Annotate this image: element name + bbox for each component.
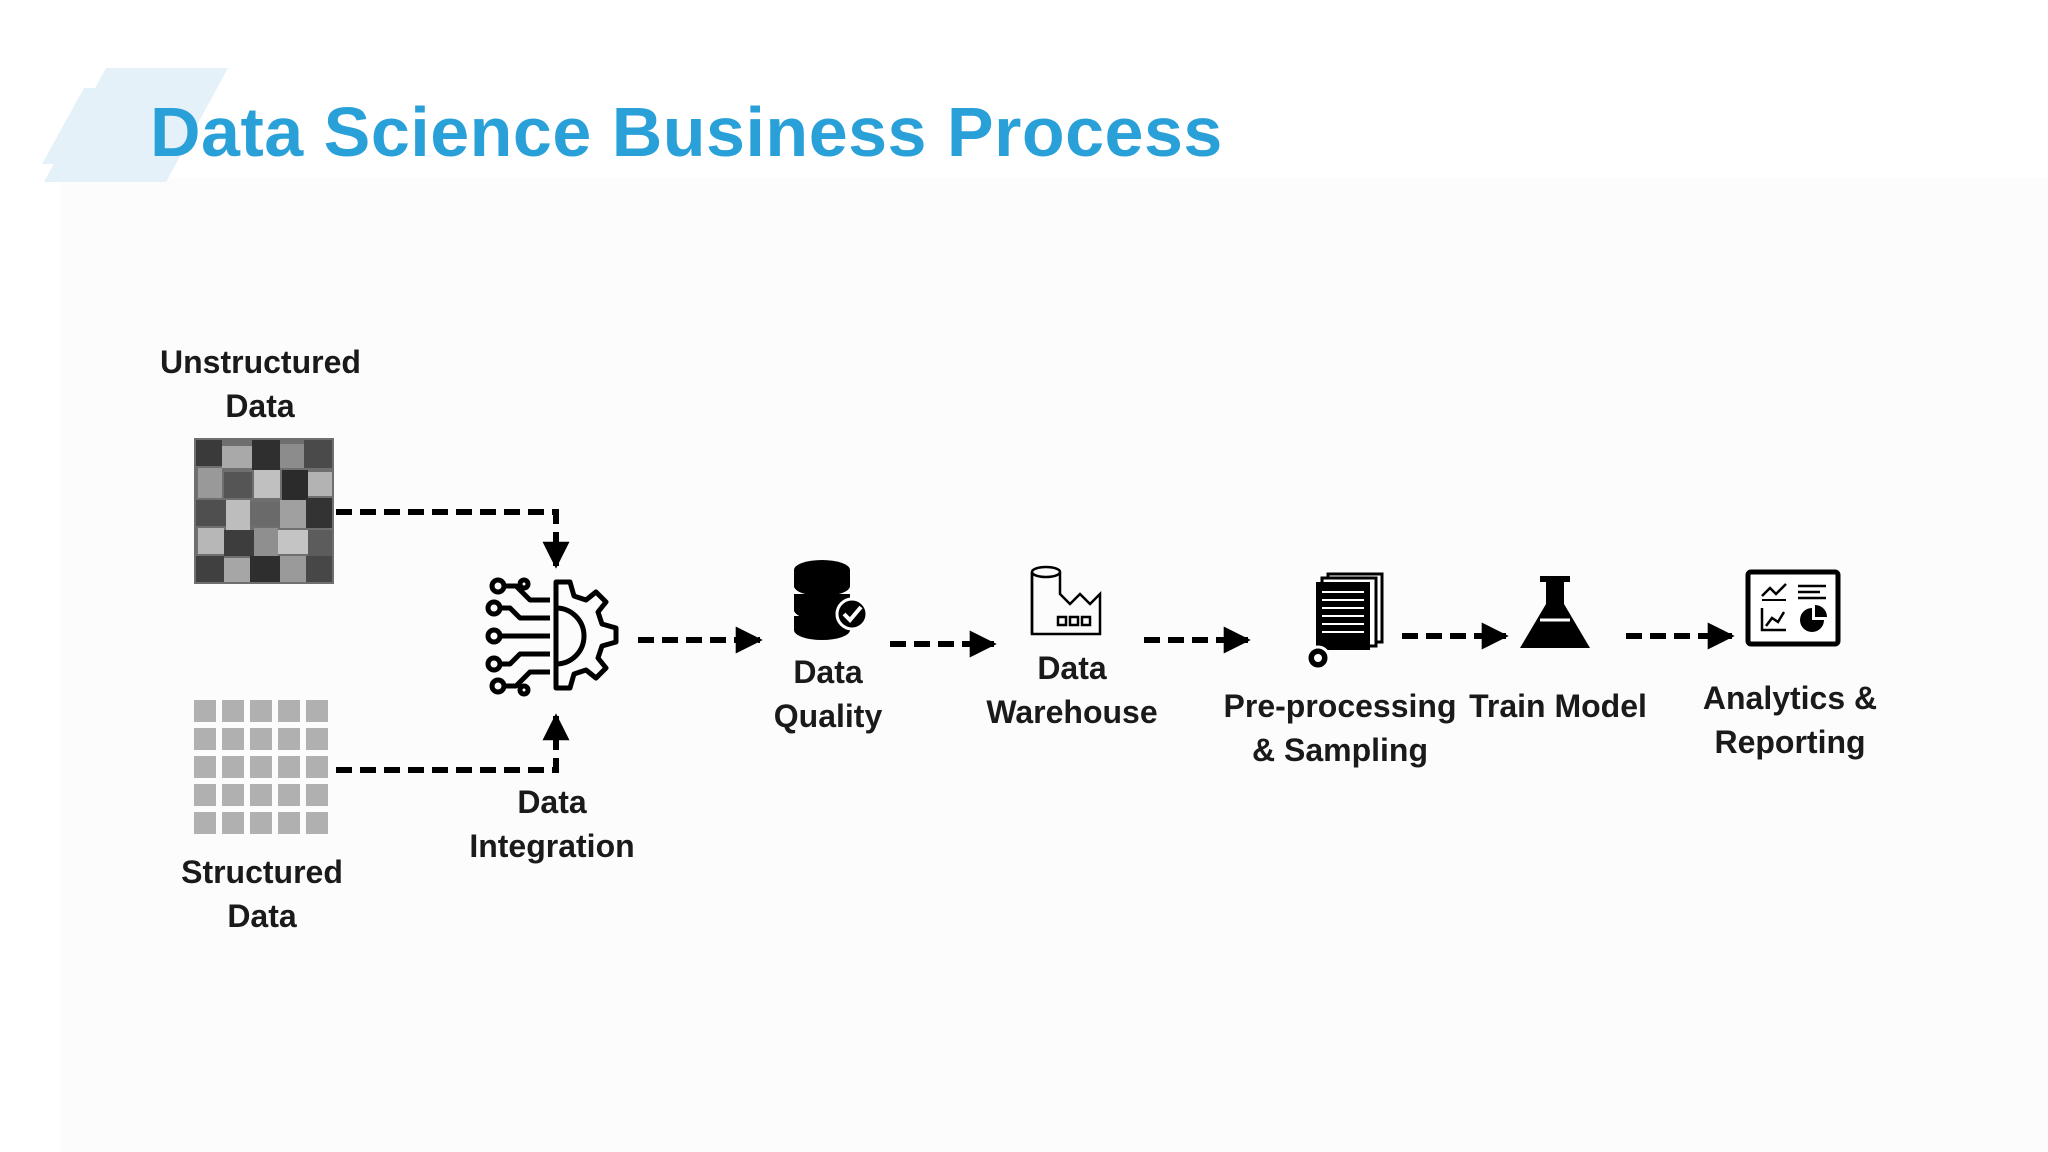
slide-background [60,178,2048,1152]
brain-gear-icon [485,577,619,697]
mosaic-grid-icon [194,438,334,584]
label-train-model: Train Model [1469,688,1647,724]
label-preprocessing-sampling: Pre-processing& Sampling [1223,688,1457,768]
flask-icon [1520,576,1590,648]
arrow-structured-to-integration [336,713,570,773]
factory-icon [1030,565,1102,636]
documents-gear-icon [1305,572,1384,671]
table-grid-icon [194,700,328,834]
title-decoration [42,68,228,182]
arrow-unstructured-to-integration [336,509,570,569]
database-check-icon [794,560,869,640]
label-analytics-reporting: Analytics &Reporting [1702,680,1878,760]
dashboard-icon [1745,569,1841,647]
page-title: Data Science Business Process [150,93,1223,171]
